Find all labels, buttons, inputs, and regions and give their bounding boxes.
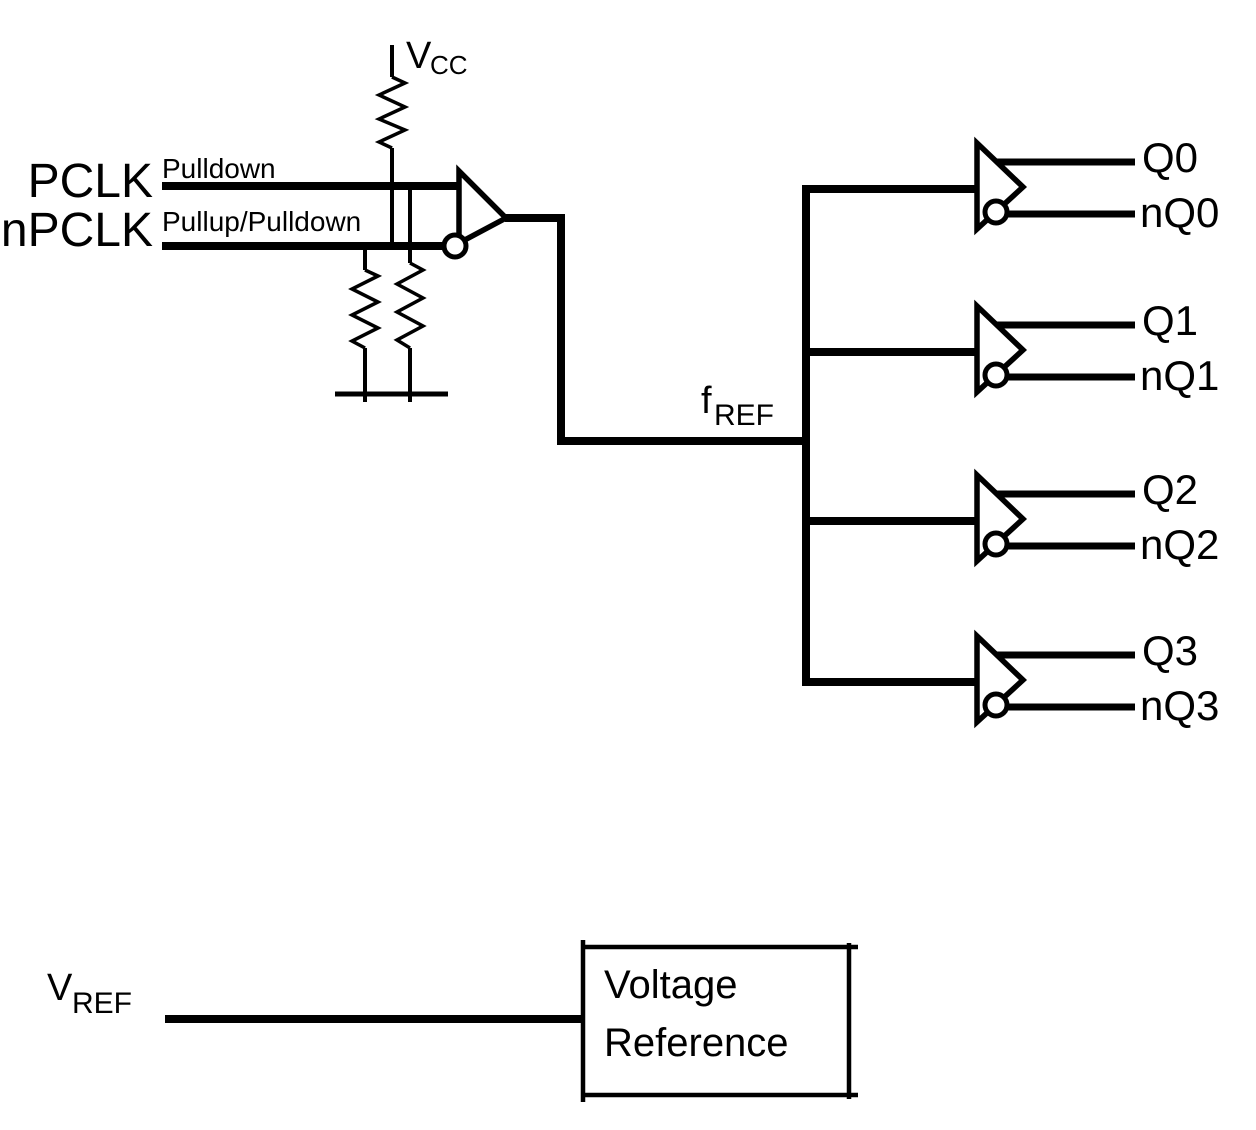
vcc-label-main: V <box>406 35 432 77</box>
output-buffer-0: Q0 nQ0 <box>806 134 1219 236</box>
npclk-pulldown-resistor <box>348 268 383 350</box>
input-buffer <box>441 164 511 260</box>
output-buffer-3: Q3 nQ3 <box>806 627 1219 729</box>
output-buffer-0-bubble <box>982 198 1010 226</box>
input-termination-network <box>335 45 448 402</box>
vcc-label-subscript: CC <box>430 50 468 80</box>
voltage-reference-section: Voltage Reference V REF <box>47 940 858 1102</box>
nq1-label: nQ1 <box>1140 352 1219 399</box>
nq2-label: nQ2 <box>1140 521 1219 568</box>
vref-label-main: V <box>47 967 73 1009</box>
q2-label: Q2 <box>1142 466 1198 513</box>
fref-label-main: f <box>701 380 712 422</box>
output-buffer-1: Q1 nQ1 <box>806 297 1219 399</box>
input-inverting-bubble <box>441 232 469 260</box>
vref-label-subscript: REF <box>72 987 132 1020</box>
fref-feed-wire <box>505 214 806 445</box>
output-buffer-3-bubble <box>982 691 1010 719</box>
npclk-termination-label: Pullup/Pulldown <box>162 206 361 237</box>
pclk-pulldown-resistor <box>393 261 427 350</box>
output-buffer-1-bubble <box>982 361 1010 389</box>
q3-label: Q3 <box>1142 627 1198 674</box>
fref-label-subscript: REF <box>714 399 774 432</box>
pclk-termination-label: Pulldown <box>162 153 276 184</box>
output-buffer-2: Q2 nQ2 <box>806 466 1219 568</box>
voltage-reference-box-label-line2: Reference <box>604 1021 789 1065</box>
pclk-label: PCLK <box>28 155 153 208</box>
q1-label: Q1 <box>1142 297 1198 344</box>
output-buffer-2-bubble <box>982 530 1010 558</box>
input-buffer-triangle <box>456 164 511 248</box>
q0-label: Q0 <box>1142 134 1198 181</box>
nq3-label: nQ3 <box>1140 682 1219 729</box>
nq0-label: nQ0 <box>1140 189 1219 236</box>
voltage-reference-box-label-line1: Voltage <box>604 963 737 1007</box>
vcc-pullup-resistor <box>374 75 410 150</box>
npclk-label: nPCLK <box>1 204 153 257</box>
